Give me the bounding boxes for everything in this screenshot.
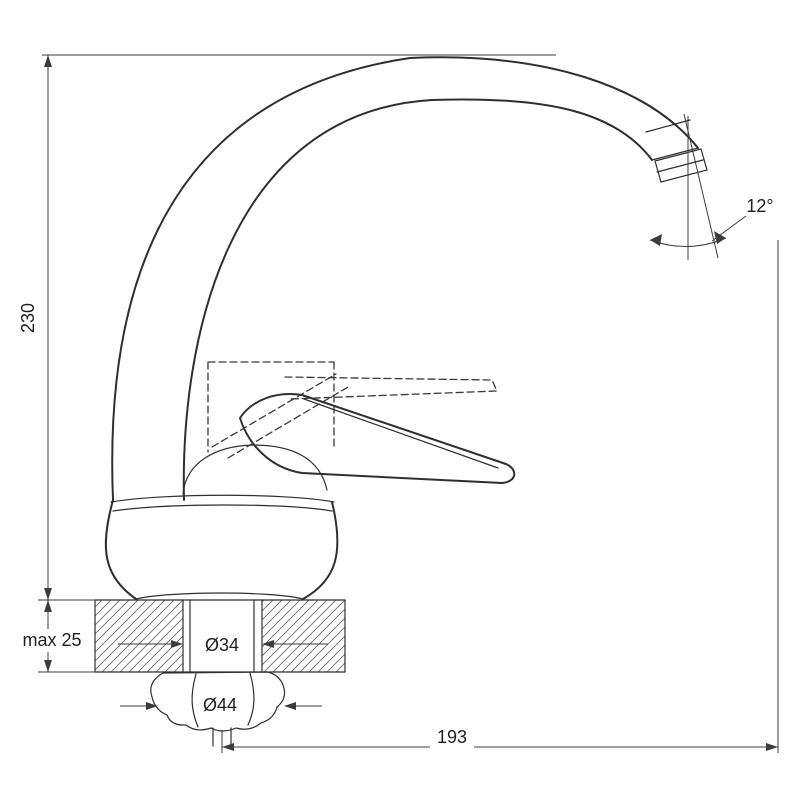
arrowhead-thickness-top xyxy=(44,600,52,612)
base-foot-line xyxy=(135,592,304,600)
handle-lever xyxy=(239,393,516,484)
arrowhead-angle-left xyxy=(650,234,662,246)
spout-joint-line xyxy=(645,119,691,133)
deck-hatch-right xyxy=(262,600,345,672)
nut-knurl-left xyxy=(191,673,199,728)
spout-outer-curve xyxy=(111,56,699,501)
arrowhead-nut-left xyxy=(146,702,158,710)
label-mask-nut xyxy=(196,695,244,716)
arrowhead-thickness-bottom xyxy=(44,660,52,672)
dashed-diagonal-1 xyxy=(211,373,337,448)
handle-outline xyxy=(239,393,516,484)
arrowhead-height-bottom xyxy=(44,588,52,600)
dimension-height: 230 xyxy=(18,54,556,600)
mounting-deck xyxy=(94,599,346,673)
nut-outline xyxy=(150,671,286,732)
nut-knurl-right xyxy=(247,672,255,726)
arrowhead-height-top xyxy=(44,55,52,67)
dim-reach-label: 193 xyxy=(437,727,467,747)
dimension-deck-thickness: max 25 xyxy=(10,599,95,673)
label-mask-height xyxy=(24,293,44,343)
dashed-diagonal-2 xyxy=(227,386,349,459)
dim-hole-diameter-label: Ø34 xyxy=(205,635,239,655)
dimension-reach: 193 xyxy=(221,240,779,753)
angle-tilted-line xyxy=(683,113,719,259)
arrowhead-hole-left xyxy=(171,640,183,648)
handle-accent-line xyxy=(303,398,499,469)
base-band-bottom xyxy=(112,504,333,512)
deck-hatch-left xyxy=(95,600,183,672)
aerator xyxy=(654,148,708,183)
dimension-hole-diameter: Ø34 xyxy=(118,634,328,655)
dim-height-label: 230 xyxy=(18,303,38,333)
mounting-nut xyxy=(150,671,286,747)
dim-max-thickness-label: max 25 xyxy=(22,630,81,650)
base-band-top xyxy=(110,494,335,503)
angle-leader-line xyxy=(711,215,747,242)
base-right-curve xyxy=(302,501,339,600)
arrowhead-reach-right xyxy=(766,743,778,751)
base-left-curve xyxy=(104,499,137,600)
label-mask-reach xyxy=(430,728,474,749)
spout-inner-curve xyxy=(182,98,653,501)
arrowhead-nut-right xyxy=(284,702,296,710)
cartridge-dome xyxy=(182,444,328,495)
faucet-body xyxy=(104,56,708,600)
dim-nut-diameter-label: Ø44 xyxy=(203,695,237,715)
arrowhead-reach-left xyxy=(222,743,234,751)
angle-annotation: 12° xyxy=(649,113,774,260)
dashed-blade xyxy=(284,376,498,400)
arrowhead-hole-right xyxy=(262,640,274,648)
arrowhead-angle-right xyxy=(714,231,726,244)
dim-angle-label: 12° xyxy=(746,196,773,216)
label-mask-thickness xyxy=(10,629,94,652)
spout-end-face xyxy=(651,147,699,161)
dimension-nut-diameter: Ø44 xyxy=(120,695,322,716)
handle-lever-raised-dashed xyxy=(207,361,498,459)
label-mask-hole xyxy=(198,634,246,654)
